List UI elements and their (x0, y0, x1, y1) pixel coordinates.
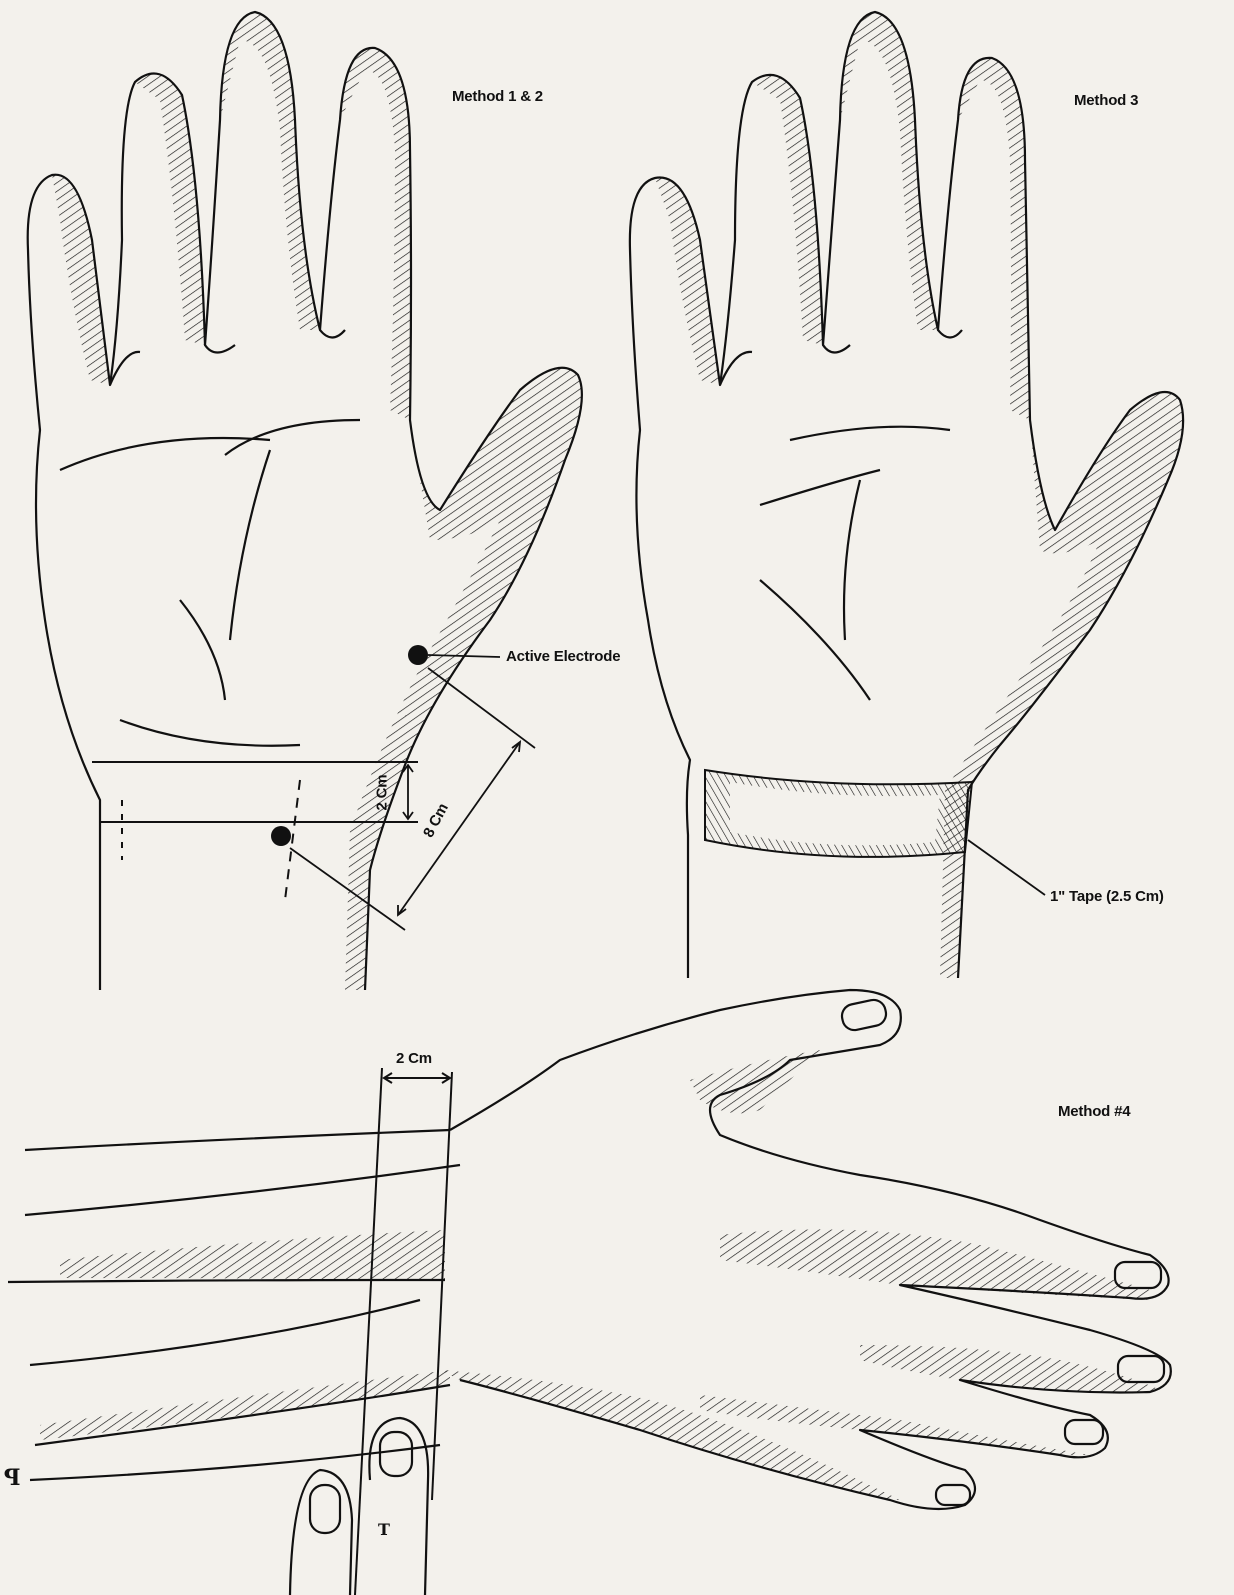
thumb-nail (840, 998, 888, 1033)
method-1-2-label: Method 1 & 2 (452, 88, 543, 105)
active-electrode-dot (408, 645, 428, 665)
ring-nail (1065, 1420, 1103, 1444)
left-hand-shading (345, 368, 582, 990)
ground-marker-glyph: ꟼ (4, 1465, 21, 1491)
method-3-label: Method 3 (1074, 92, 1138, 109)
reference-electrode-dot (271, 826, 291, 846)
forearm-shading (40, 1230, 450, 1440)
tape-label: 1" Tape (2.5 Cm) (1050, 888, 1164, 905)
active-electrode-label: Active Electrode (506, 648, 620, 665)
measurement-strip-2cm (355, 1068, 452, 1595)
bottom-hand-dorsal (8, 990, 1171, 1595)
left-finger-shading (52, 12, 411, 420)
tape-leader (968, 840, 1045, 895)
dimension-2cm-vertical-label: 2 Cm (373, 775, 390, 811)
reference-marker-glyph: T (378, 1520, 390, 1539)
bottom-hand-shading (440, 1050, 1160, 1500)
dimension-2cm-vertical (403, 765, 413, 819)
method-4-label: Method #4 (1058, 1103, 1130, 1120)
little-nail (936, 1485, 970, 1505)
dimension-2cm-top-label: 2 Cm (396, 1050, 432, 1067)
tape-band (705, 770, 972, 857)
